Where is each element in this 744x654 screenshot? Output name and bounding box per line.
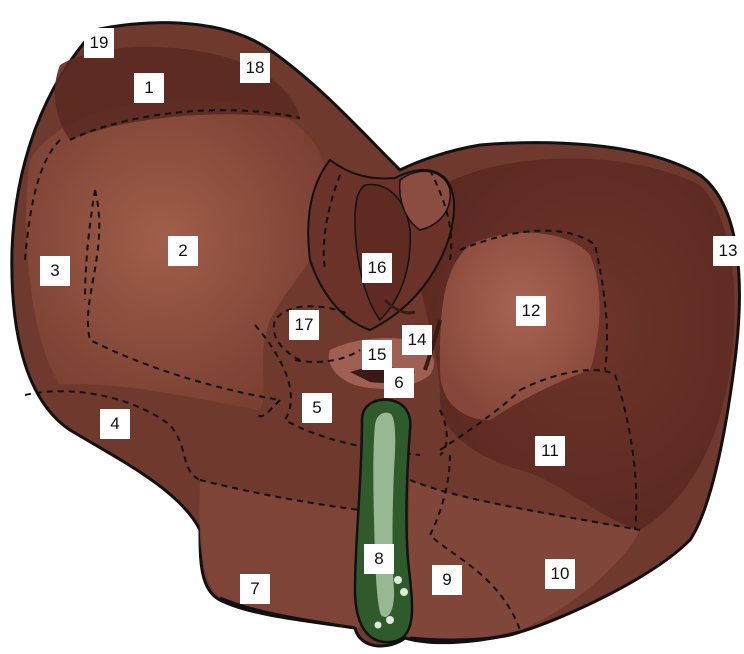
label-6: 6 bbox=[384, 368, 414, 398]
label-17: 17 bbox=[289, 310, 319, 340]
label-9: 9 bbox=[432, 565, 462, 595]
label-16: 16 bbox=[362, 253, 392, 283]
gallbladder bbox=[355, 400, 412, 642]
label-19: 19 bbox=[84, 28, 114, 58]
label-10: 10 bbox=[545, 559, 575, 589]
label-14: 14 bbox=[402, 325, 432, 355]
label-11: 11 bbox=[535, 436, 565, 466]
label-5: 5 bbox=[302, 393, 332, 423]
label-3: 3 bbox=[40, 256, 70, 286]
label-1: 1 bbox=[134, 73, 164, 103]
label-8: 8 bbox=[364, 544, 394, 574]
label-18: 18 bbox=[240, 53, 270, 83]
label-15: 15 bbox=[362, 340, 392, 370]
label-13: 13 bbox=[713, 236, 743, 266]
label-2: 2 bbox=[168, 236, 198, 266]
label-4: 4 bbox=[100, 409, 130, 439]
label-12: 12 bbox=[516, 296, 546, 326]
label-7: 7 bbox=[240, 574, 270, 604]
